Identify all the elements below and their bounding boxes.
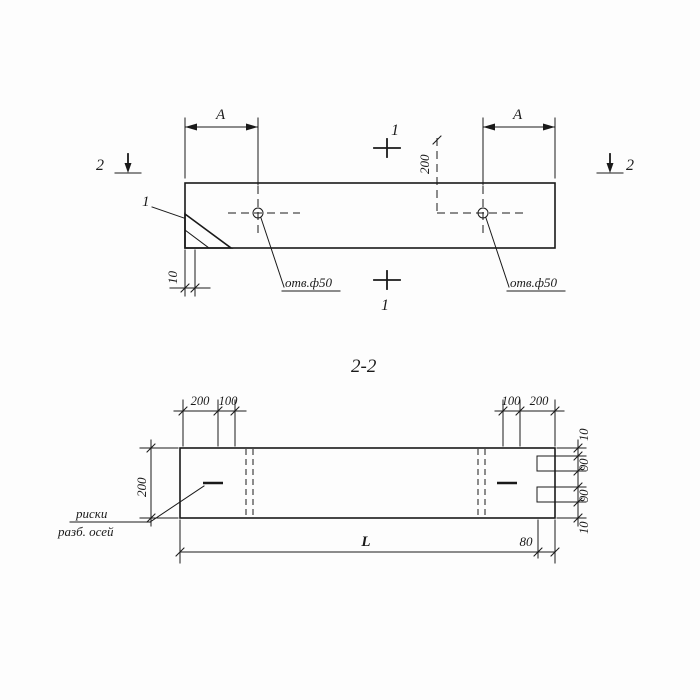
cut-1-bottom-label: 1 [381, 297, 389, 314]
dim-a-left: A [184, 107, 259, 186]
notch-bottom [536, 486, 556, 503]
dims-right-side: 10 90 90 10 [555, 428, 591, 534]
dim-height-200-label: 200 [134, 477, 149, 497]
axis-note-line2: разб. осей [57, 524, 114, 539]
cut-mark-2-right: 2 [596, 153, 634, 174]
dim-tl-100-label: 100 [219, 394, 239, 408]
dim-10-label: 10 [165, 271, 180, 285]
beam-outline-plan [184, 182, 556, 249]
corner-detail [184, 212, 234, 249]
cut-mark-2-left: 2 [96, 153, 142, 174]
dim-L-label: L [360, 534, 370, 550]
plan-view: 1 A A [96, 107, 634, 314]
hole-right-label: отв.ф50 [510, 275, 558, 290]
section-view: 200 200 100 100 200 [57, 394, 591, 564]
dim-right-10-bottom-label: 10 [577, 521, 591, 534]
beam-outline-section [179, 447, 556, 519]
dim-200-plan-label: 200 [417, 154, 432, 174]
dim-right-90-top-label: 90 [577, 458, 591, 471]
cut-mark-1-top: 1 [373, 122, 401, 158]
dim-height-200: 200 [134, 439, 179, 527]
dim-a-right-label: A [512, 107, 523, 123]
dims-top-right: 100 200 [494, 394, 565, 447]
joint-lines [245, 449, 486, 517]
cut-2-right-label: 2 [626, 157, 634, 174]
dim-tr-100-label: 100 [502, 394, 522, 408]
dim-tl-200-label: 200 [191, 394, 211, 408]
detail-callout-1: 1 [142, 194, 185, 219]
detail-1-label: 1 [142, 194, 150, 210]
dim-length-L: L [175, 519, 560, 564]
dim-right-90-bottom-label: 90 [577, 489, 591, 502]
hole-callout-right: отв.ф50 [485, 217, 566, 292]
axis-note-line1: риски [75, 506, 108, 521]
hole-left-label: отв.ф50 [285, 275, 333, 290]
centerlines [228, 135, 523, 236]
section-title: 2-2 [351, 356, 377, 377]
cut-2-left-label: 2 [96, 157, 104, 174]
cut-1-top-label: 1 [391, 122, 399, 139]
hole-callout-left: отв.ф50 [260, 217, 341, 292]
cut-mark-1-bottom: 1 [373, 270, 401, 314]
dims-top-left: 200 100 [173, 394, 247, 447]
dim-right-10-top-label: 10 [577, 428, 591, 441]
dim-80-label: 80 [520, 534, 534, 549]
axis-note: риски разб. осей [57, 485, 205, 539]
dim-10: 10 [165, 249, 211, 297]
dim-tr-200-label: 200 [530, 394, 550, 408]
dim-a-left-label: A [215, 107, 226, 123]
notch-top [536, 455, 556, 472]
dim-80: 80 [520, 519, 543, 559]
dim-a-right: A [482, 107, 556, 186]
